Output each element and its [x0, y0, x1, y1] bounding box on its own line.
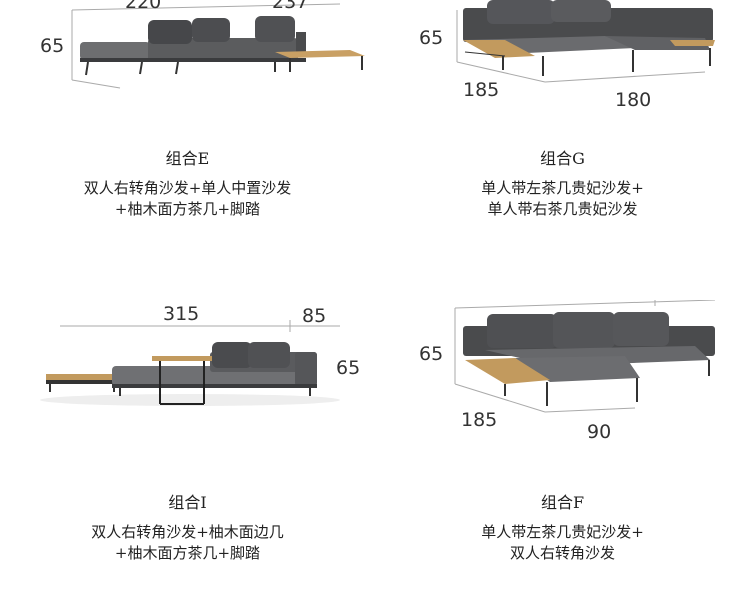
combo-i-card: 315 85 65 组合I 双人右转角沙发+柚木面边几 +柚木面方茶几+脚踏	[0, 300, 375, 600]
combo-i-height-dim: 65	[336, 357, 360, 379]
combo-e-desc-line-2: +柚木面方茶几+脚踏	[114, 200, 261, 218]
combo-e-top-right-dim: 237	[272, 0, 308, 13]
combo-i-width-dim: 85	[302, 305, 326, 327]
combo-g-depth-dim: 185	[463, 79, 499, 101]
combo-e-height-dim: 65	[40, 35, 64, 57]
combo-g-desc-line-2: 单人带右茶几贵妃沙发	[487, 200, 638, 218]
combo-e-card: 65 220 237 组合E 双人右转角沙发+单人中置沙发 +柚木面方茶几+脚踏	[0, 0, 375, 300]
combo-g-length-dim: 180	[615, 89, 651, 111]
combo-f-length-dim: 90	[587, 421, 611, 443]
combo-e-sofa-image: 65 220 237	[40, 0, 365, 89]
combo-g-height-dim: 65	[419, 27, 443, 49]
combo-e-top-left-dim: 220	[125, 0, 161, 13]
combo-g-sofa-image: 65 185 180	[419, 0, 715, 111]
combo-f-height-dim: 65	[419, 343, 443, 365]
combo-g-card: 65 185 180 组合G 单人带左茶几贵妃沙发+ 单人带右茶几贵妃沙发	[375, 0, 750, 300]
combo-e-name: 组合E	[165, 149, 210, 168]
combo-g-name: 组合G	[540, 149, 585, 168]
combo-i-length-dim: 315	[163, 303, 199, 325]
combo-f-card: 250 85 65 185 90 组合F 单人带左茶几贵妃沙发+ 双人右转角沙发	[375, 300, 750, 600]
combo-f-depth-dim: 185	[461, 409, 497, 431]
combo-f-name: 组合F	[540, 493, 585, 512]
combo-f-desc-line-1: 单人带左茶几贵妃沙发+	[481, 523, 644, 541]
combo-f-desc-line-2: 双人右转角沙发	[509, 544, 615, 562]
combo-e-desc-line-1: 双人右转角沙发+单人中置沙发	[83, 179, 292, 197]
combo-i-name: 组合I	[168, 493, 207, 512]
combo-i-desc-line-1: 双人右转角沙发+柚木面边几	[91, 523, 284, 541]
combo-i-sofa-image: 315 85 65	[40, 303, 360, 406]
combo-i-desc-line-2: +柚木面方茶几+脚踏	[114, 544, 261, 562]
combo-g-desc-line-1: 单人带左茶几贵妃沙发+	[481, 179, 644, 197]
combo-f-sofa-image: 250 85 65 185 90	[419, 300, 716, 443]
